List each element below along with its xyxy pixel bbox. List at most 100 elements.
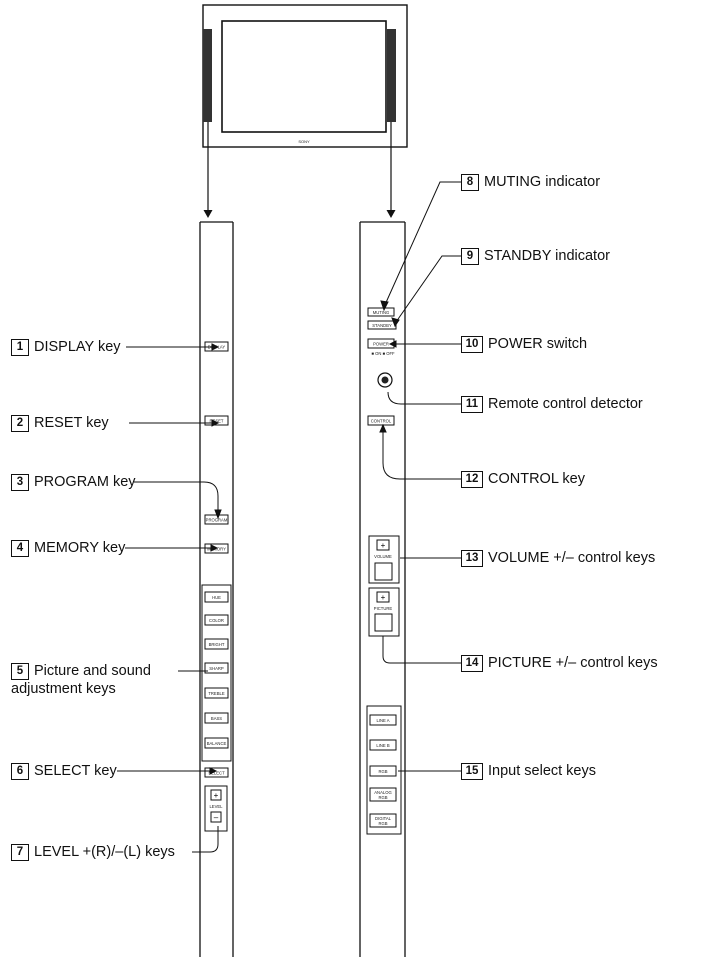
callout-label: LEVEL +(R)/–(L) keys <box>34 844 175 860</box>
svg-text:SELECT: SELECT <box>208 771 225 776</box>
left-panel-strip <box>203 29 212 122</box>
right-arrow-head <box>386 210 396 218</box>
callout-number: 6 <box>11 763 29 780</box>
right-leader-lines <box>379 181 461 772</box>
callout-volume-keys: 13 VOLUME +/– control keys <box>461 549 655 567</box>
treble-key[interactable]: TREBLE <box>204 687 229 699</box>
callout-muting-indicator: 8 MUTING indicator <box>461 173 600 191</box>
svg-text:PROGRAM: PROGRAM <box>206 518 228 523</box>
volume-plus-key[interactable]: + <box>376 539 390 551</box>
volume-minus-key[interactable] <box>374 562 393 581</box>
callout-label: MUTING indicator <box>484 174 601 190</box>
callout-number: 14 <box>461 655 483 672</box>
level-plus-key[interactable]: + <box>210 789 222 801</box>
svg-text:TREBLE: TREBLE <box>208 691 224 696</box>
callout-number: 13 <box>461 550 483 567</box>
svg-text:COLOR: COLOR <box>209 618 224 623</box>
color-key[interactable]: COLOR <box>204 614 229 626</box>
rgb-key[interactable]: RGB <box>369 765 397 777</box>
callout-label: PROGRAM key <box>34 474 136 490</box>
picture-plus-key[interactable]: + <box>376 591 390 603</box>
bright-key[interactable]: BRIGHT <box>204 638 229 650</box>
svg-text:+: + <box>381 541 386 550</box>
callout-label: SELECT key <box>34 763 117 779</box>
level-minus-key[interactable]: – <box>210 811 222 823</box>
svg-text:RGB: RGB <box>378 821 387 826</box>
program-key[interactable]: PROGRAM <box>204 514 229 525</box>
svg-text:MUTING: MUTING <box>373 310 390 315</box>
right-control-panel: MUTING STANDBY POWER ■ ON ■ OFF CONTROL … <box>359 221 406 957</box>
callout-label: CONTROL key <box>488 471 585 487</box>
svg-text:+: + <box>214 791 219 800</box>
callout-control-key: 12 CONTROL key <box>461 470 585 488</box>
callout-number: 8 <box>461 174 479 191</box>
hue-key[interactable]: HUE <box>204 591 229 603</box>
input-select-group <box>366 705 402 835</box>
svg-text:+: + <box>381 593 386 602</box>
callout-number: 11 <box>461 396 483 413</box>
monitor: SONY <box>202 4 408 218</box>
callout-number: 15 <box>461 763 483 780</box>
callout-reset-key: 2 RESET key <box>11 414 109 432</box>
svg-text:LEVEL: LEVEL <box>209 804 223 809</box>
callout-label: STANDBY indicator <box>484 248 610 264</box>
svg-text:STANDBY: STANDBY <box>372 323 392 328</box>
svg-text:RESET: RESET <box>210 419 224 424</box>
svg-text:VOLUME: VOLUME <box>374 554 392 559</box>
callout-number: 12 <box>461 471 483 488</box>
callout-label: PICTURE +/– control keys <box>488 655 658 671</box>
callout-number: 1 <box>11 339 29 356</box>
svg-text:MEMORY: MEMORY <box>207 547 226 552</box>
adjustment-key-group <box>201 584 232 762</box>
callout-label: RESET key <box>34 415 109 431</box>
callout-number: 10 <box>461 336 483 353</box>
muting-indicator: MUTING <box>367 307 395 317</box>
callout-memory-key: 4 MEMORY key <box>11 539 125 557</box>
callout-label: MEMORY key <box>34 540 126 556</box>
line-a-key[interactable]: LINE A <box>369 714 397 726</box>
callout-number: 4 <box>11 540 29 557</box>
control-key[interactable]: CONTROL <box>367 415 395 426</box>
standby-indicator: STANDBY <box>367 320 397 330</box>
monitor-brand-logo: SONY <box>298 139 310 144</box>
svg-text:BASS: BASS <box>211 716 222 721</box>
right-panel-strip <box>387 29 396 122</box>
volume-key-group <box>368 535 400 584</box>
callout-label: POWER switch <box>488 336 588 352</box>
sharp-key[interactable]: SHARP <box>204 662 229 674</box>
reset-key[interactable]: RESET <box>204 415 229 426</box>
svg-text:PICTURE: PICTURE <box>374 606 393 611</box>
svg-text:■ ON ■ OFF: ■ ON ■ OFF <box>371 351 395 356</box>
select-key[interactable]: SELECT <box>204 767 229 778</box>
balance-key[interactable]: BALANCE <box>204 737 229 749</box>
svg-text:CONTROL: CONTROL <box>371 419 392 424</box>
callout-number: 5 <box>11 663 29 680</box>
svg-text:ANALOG: ANALOG <box>374 790 391 795</box>
monitor-screen <box>221 20 387 133</box>
picture-key-group <box>368 587 400 637</box>
callout-select-key: 6 SELECT key <box>11 762 117 780</box>
svg-text:LINE A: LINE A <box>376 718 389 723</box>
line-b-key[interactable]: LINE B <box>369 739 397 751</box>
bass-key[interactable]: BASS <box>204 712 229 724</box>
svg-text:BRIGHT: BRIGHT <box>209 642 225 647</box>
picture-minus-key[interactable] <box>374 613 393 632</box>
svg-text:BALANCE: BALANCE <box>207 741 227 746</box>
callout-picture-keys: 14 PICTURE +/– control keys <box>461 654 658 672</box>
callout-power-switch: 10 POWER switch <box>461 335 587 353</box>
svg-text:LINE B: LINE B <box>376 743 389 748</box>
svg-text:RGB: RGB <box>378 769 387 774</box>
callout-number: 2 <box>11 415 29 432</box>
callout-label: Input select keys <box>488 763 596 779</box>
callout-label: VOLUME +/– control keys <box>488 550 656 566</box>
callout-input-select-keys: 15 Input select keys <box>461 762 596 780</box>
